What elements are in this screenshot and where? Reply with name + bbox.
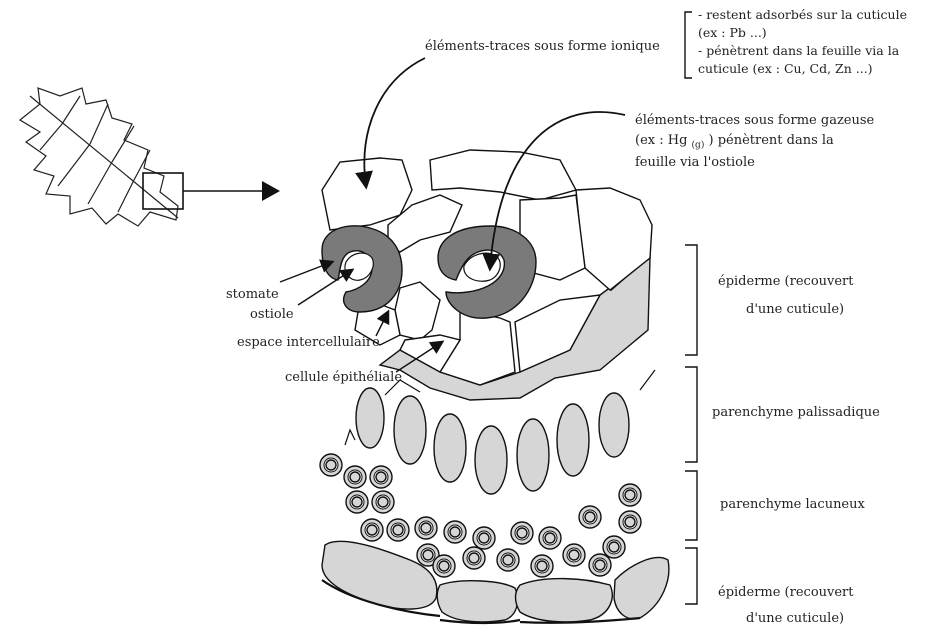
ionic-detail-1: - restent adsorbés sur la cuticule (698, 6, 907, 24)
palisade-cell (557, 404, 589, 476)
epiderme-bottom-bracket (685, 548, 697, 604)
lower-epidermis-cell (516, 579, 613, 622)
stomate-right (438, 226, 536, 318)
lacuneux-label: parenchyme lacuneux (720, 496, 865, 514)
gas-label-1: éléments-traces sous forme gazeuse (635, 112, 874, 130)
stomate-left (322, 226, 402, 312)
epiderme-bottom-label-2: d'une cuticule) (746, 610, 844, 628)
gas-label-2-post: ) pénètrent dans la (708, 133, 833, 148)
ionic-detail-4: cuticule (ex : Cu, Cd, Zn ...) (698, 60, 873, 78)
palisade-cells (356, 388, 629, 494)
espace-label: espace intercellulaire (237, 334, 380, 352)
lacuneux-bracket (685, 471, 697, 540)
ionic-bracket (685, 12, 692, 78)
lower-epidermis-cell (614, 558, 669, 619)
gas-label-2-sub: (g) (692, 141, 705, 151)
palisade-cell (475, 426, 507, 494)
stomate-pointer (280, 262, 332, 282)
stomate-label: stomate (226, 286, 279, 304)
cellule-label: cellule épithéliale (285, 369, 402, 387)
lower-epidermis-cell (437, 581, 517, 622)
epiderme-bottom-label-1: épiderme (recouvert (718, 584, 854, 602)
palisade-cell (434, 414, 466, 482)
ionic-label: éléments-traces sous forme ionique (425, 38, 660, 56)
ostiole-left (345, 253, 373, 280)
gas-label-3: feuille via l'ostiole (635, 154, 755, 172)
gas-label-2-pre: (ex : Hg (635, 133, 687, 148)
palisade-cell (356, 388, 384, 448)
epidermal-cell (395, 282, 440, 340)
epiderme-top-bracket (685, 245, 697, 355)
ionic-detail-2: (ex : Pb ...) (698, 24, 767, 42)
palissadique-label: parenchyme palissadique (712, 404, 880, 422)
palisade-cell (517, 419, 549, 491)
leaf-icon (20, 88, 178, 226)
epiderme-top-label-2: d'une cuticule) (746, 301, 844, 319)
ostiole-label: ostiole (250, 306, 294, 324)
ionic-detail-3: - pénètrent dans la feuille via la (698, 42, 899, 60)
epiderme-top-label-1: épiderme (recouvert (718, 273, 854, 291)
brackets (685, 12, 697, 604)
palissadique-bracket (685, 367, 697, 462)
palisade-cell (599, 393, 629, 457)
gas-label-2: (ex : Hg (g) ) pénètrent dans la (635, 132, 834, 155)
palisade-cell (394, 396, 426, 464)
zoom-arrow (183, 181, 280, 201)
epidermal-cell (430, 150, 576, 200)
